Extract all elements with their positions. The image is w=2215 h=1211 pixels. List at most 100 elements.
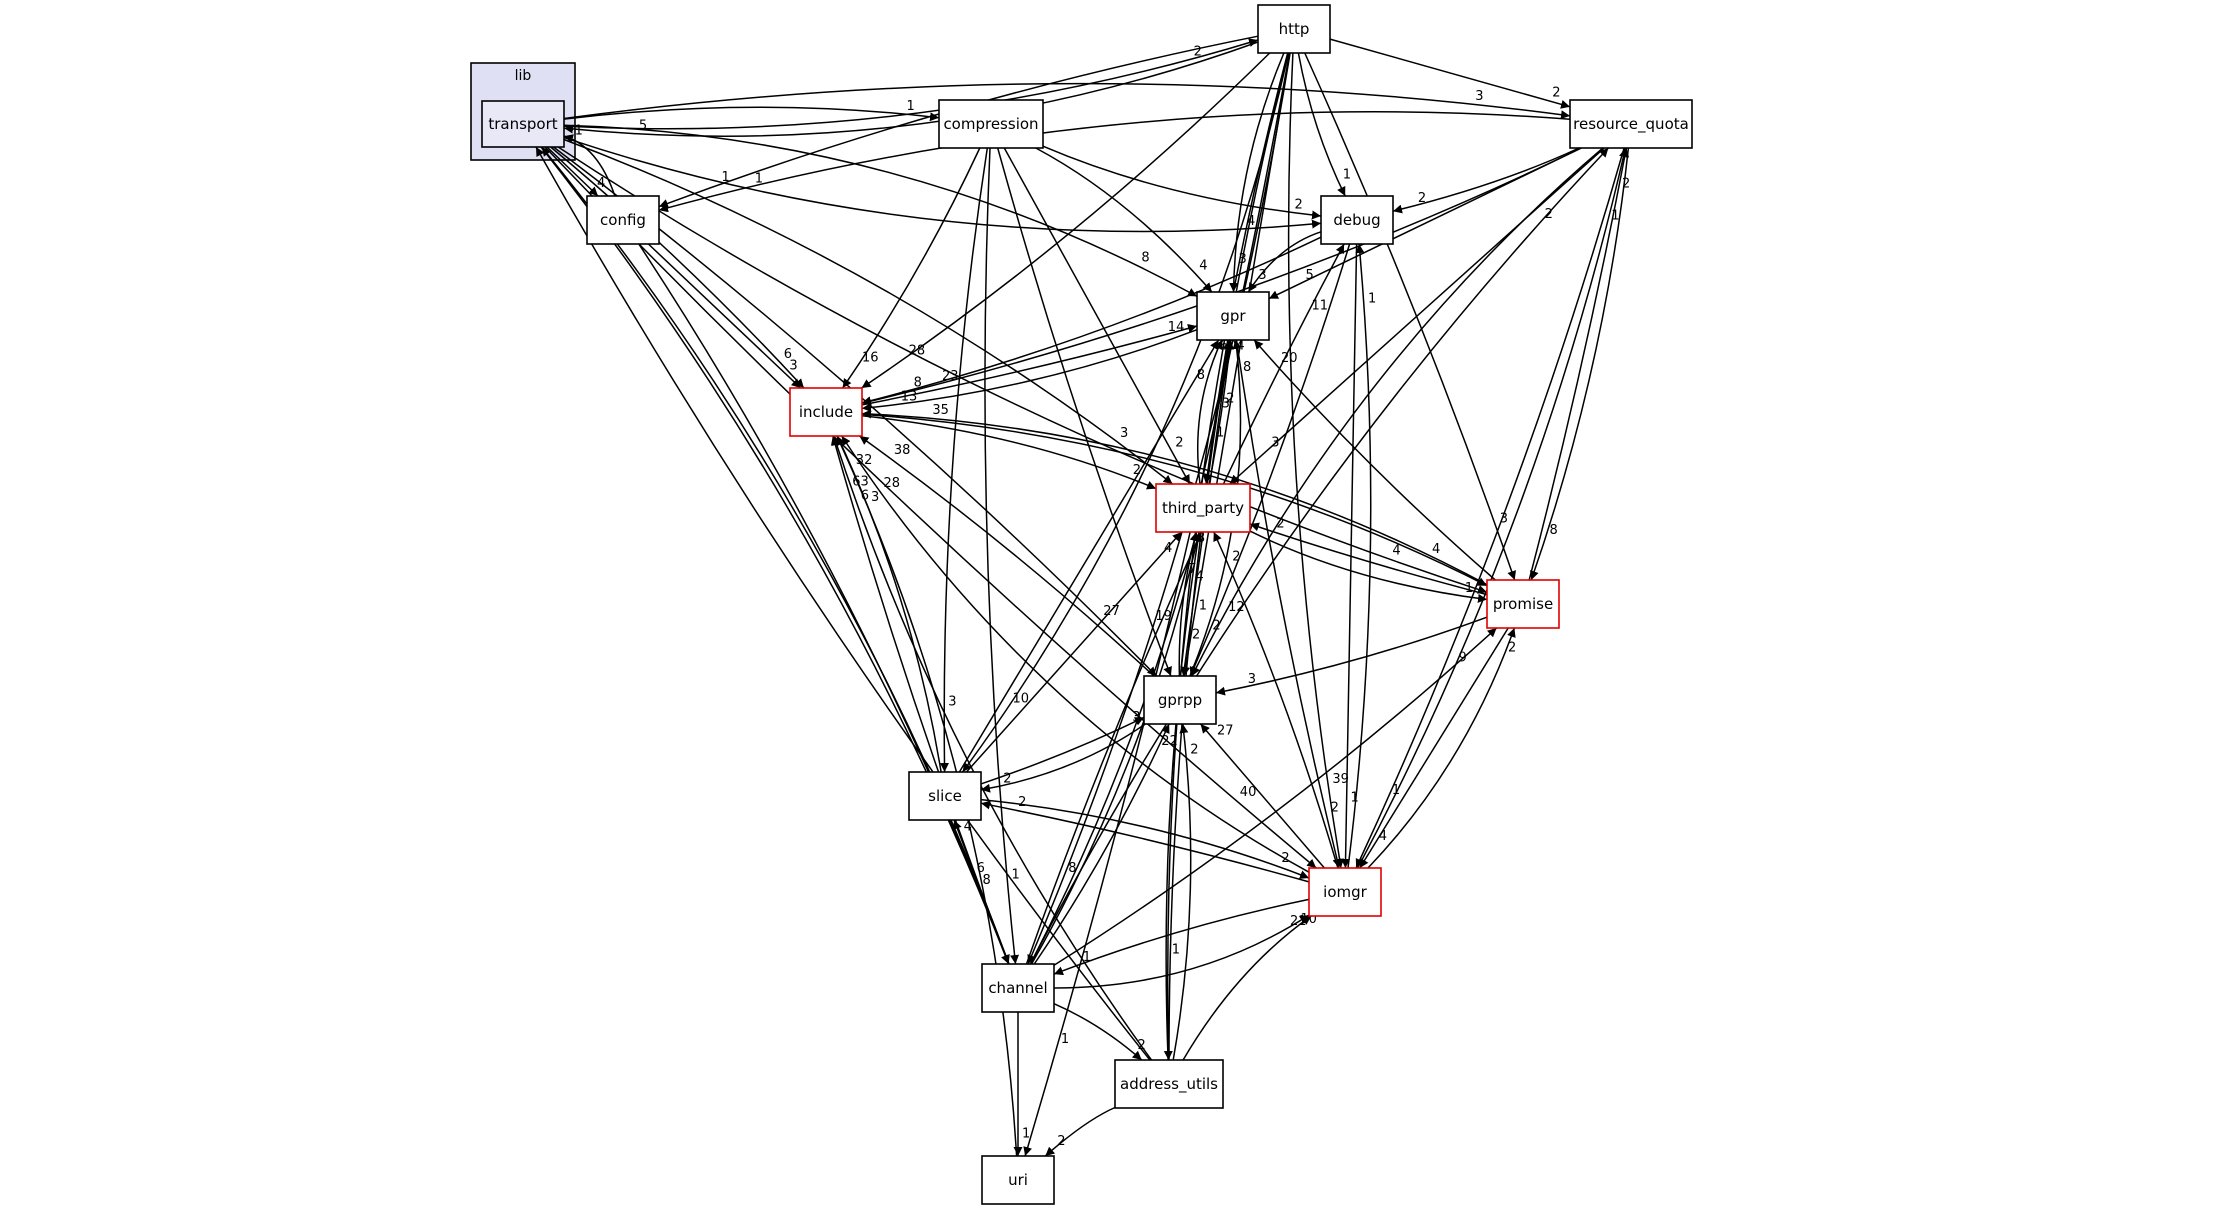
edge-line: [1235, 339, 1342, 869]
node-box[interactable]: [1308, 867, 1382, 917]
edge-line: [1023, 52, 1291, 1157]
edge-line: [1042, 145, 1322, 220]
edge-count-label: 6: [977, 861, 985, 876]
edge-iomgr-to-debug: 1: [1347, 243, 1376, 869]
edge-line: [984, 147, 1020, 965]
edge-line: [1229, 52, 1285, 293]
edge-address_utils-to-include: 6: [832, 435, 1153, 1061]
node-box[interactable]: [481, 100, 565, 148]
edge-count-label: 8: [1068, 861, 1076, 876]
edge-gprpp-to-slice: 2: [980, 723, 1146, 793]
node-slice[interactable]: slice: [908, 771, 982, 821]
node-label: config: [600, 211, 646, 229]
edge-line: [859, 435, 1155, 677]
edge-count-label: 13: [901, 390, 918, 405]
edge-line: [544, 146, 1317, 869]
node-gpr[interactable]: gpr: [1196, 291, 1270, 341]
edge-transport-to-promise: 4: [557, 146, 1488, 594]
edge-count-label: 8: [1197, 368, 1205, 383]
edge-line: [861, 415, 1157, 490]
node-address-utils[interactable]: address_utils: [1114, 1059, 1224, 1109]
edge-count-label: 1: [907, 99, 915, 114]
node-http[interactable]: http: [1257, 4, 1331, 54]
node-label: iomgr: [1323, 883, 1367, 901]
node-resource-quota[interactable]: resource_quota: [1569, 99, 1693, 149]
edge-count-label: 8: [914, 375, 922, 390]
edge-line: [1003, 147, 1191, 485]
node-box[interactable]: [1569, 99, 1693, 149]
node-box[interactable]: [1155, 483, 1251, 533]
node-gprpp[interactable]: gprpp: [1143, 675, 1217, 725]
edge-line: [563, 138, 1173, 485]
edge-channel-to-address_utils: 2: [1053, 1003, 1146, 1061]
edge-line: [1367, 627, 1516, 869]
node-channel[interactable]: channel: [981, 963, 1055, 1013]
edge-count-label: 5: [1306, 268, 1314, 283]
node-box[interactable]: [789, 387, 863, 437]
node-uri[interactable]: uri: [981, 1155, 1055, 1205]
edge-slice-to-gpr: 8: [958, 339, 1220, 773]
edge-line: [1053, 627, 1498, 966]
edge-line: [1035, 147, 1213, 293]
edge-line: [1033, 723, 1170, 965]
node-box[interactable]: [1257, 4, 1331, 54]
edge-address_utils-to-transport: 1: [535, 146, 1151, 1061]
edge-count-label: 2: [1552, 86, 1560, 101]
node-config[interactable]: config: [586, 195, 660, 245]
node-debug[interactable]: debug: [1320, 195, 1394, 245]
edge-count-label: 28: [909, 343, 926, 358]
edge-count-label: 2: [1331, 801, 1339, 816]
node-iomgr[interactable]: iomgr: [1308, 867, 1382, 917]
edge-count-label: 1: [1012, 868, 1020, 883]
edge-count-label: 1: [1061, 1032, 1069, 1047]
edge-channel-to-slice: 4: [953, 819, 1010, 965]
edge-channel-to-iomgr: 21: [1053, 914, 1310, 989]
edge-promise-to-gprpp: 3: [1215, 616, 1488, 696]
edge-line: [1247, 231, 1322, 293]
edge-line: [841, 435, 1310, 873]
edge-count-label: 5: [639, 119, 647, 134]
node-promise[interactable]: promise: [1486, 579, 1560, 629]
node-third-party[interactable]: third_party: [1155, 483, 1251, 533]
edge-line: [958, 339, 1220, 773]
node-box[interactable]: [1196, 291, 1270, 341]
edge-line: [535, 146, 1151, 1061]
edge-config-to-transport: 1: [563, 123, 616, 197]
edge-include-to-promise: 4: [861, 413, 1488, 587]
edge-count-label: 4: [1199, 259, 1207, 274]
edge-transport-to-include: 6: [550, 146, 805, 389]
edge-count-label: 27: [1217, 723, 1234, 738]
edge-count-label: 40: [1240, 785, 1257, 800]
edge-count-label: 1: [1465, 581, 1473, 596]
node-box[interactable]: [981, 1155, 1055, 1205]
node-box[interactable]: [981, 963, 1055, 1013]
edge-line: [1172, 723, 1192, 1061]
node-box[interactable]: [938, 99, 1044, 149]
node-box[interactable]: [1320, 195, 1394, 245]
node-label: uri: [1008, 1171, 1028, 1189]
edge-include-to-gpr: 14: [861, 320, 1198, 406]
edge-line: [953, 819, 1010, 965]
node-box[interactable]: [908, 771, 982, 821]
edge-http-to-debug: 1: [1297, 52, 1351, 197]
node-box[interactable]: [586, 195, 660, 245]
edge-line: [546, 146, 599, 197]
edge-iomgr-to-promise: 2: [1367, 627, 1516, 869]
edge-compression-to-include: 16: [841, 147, 981, 389]
edge-gprpp-to-include: 38: [859, 435, 1155, 677]
edge-line: [861, 409, 1488, 586]
node-box[interactable]: [1143, 675, 1217, 725]
node-box[interactable]: [1114, 1059, 1224, 1109]
node-compression[interactable]: compression: [938, 99, 1044, 149]
node-transport[interactable]: transport: [481, 100, 565, 148]
edge-line: [1029, 531, 1199, 965]
edge-count-label: 35: [932, 403, 949, 418]
edge-count-label: 2: [1545, 207, 1553, 222]
edge-compression-to-third_party: 2: [1003, 147, 1191, 485]
edge-slice-to-iomgr: 2: [980, 798, 1310, 879]
node-include[interactable]: include: [789, 387, 863, 437]
edge-http-to-resource_quota: 2: [1329, 38, 1571, 109]
edge-count-label: 3: [1500, 511, 1508, 526]
edge-count-label: 3: [1132, 710, 1140, 725]
node-box[interactable]: [1486, 579, 1560, 629]
